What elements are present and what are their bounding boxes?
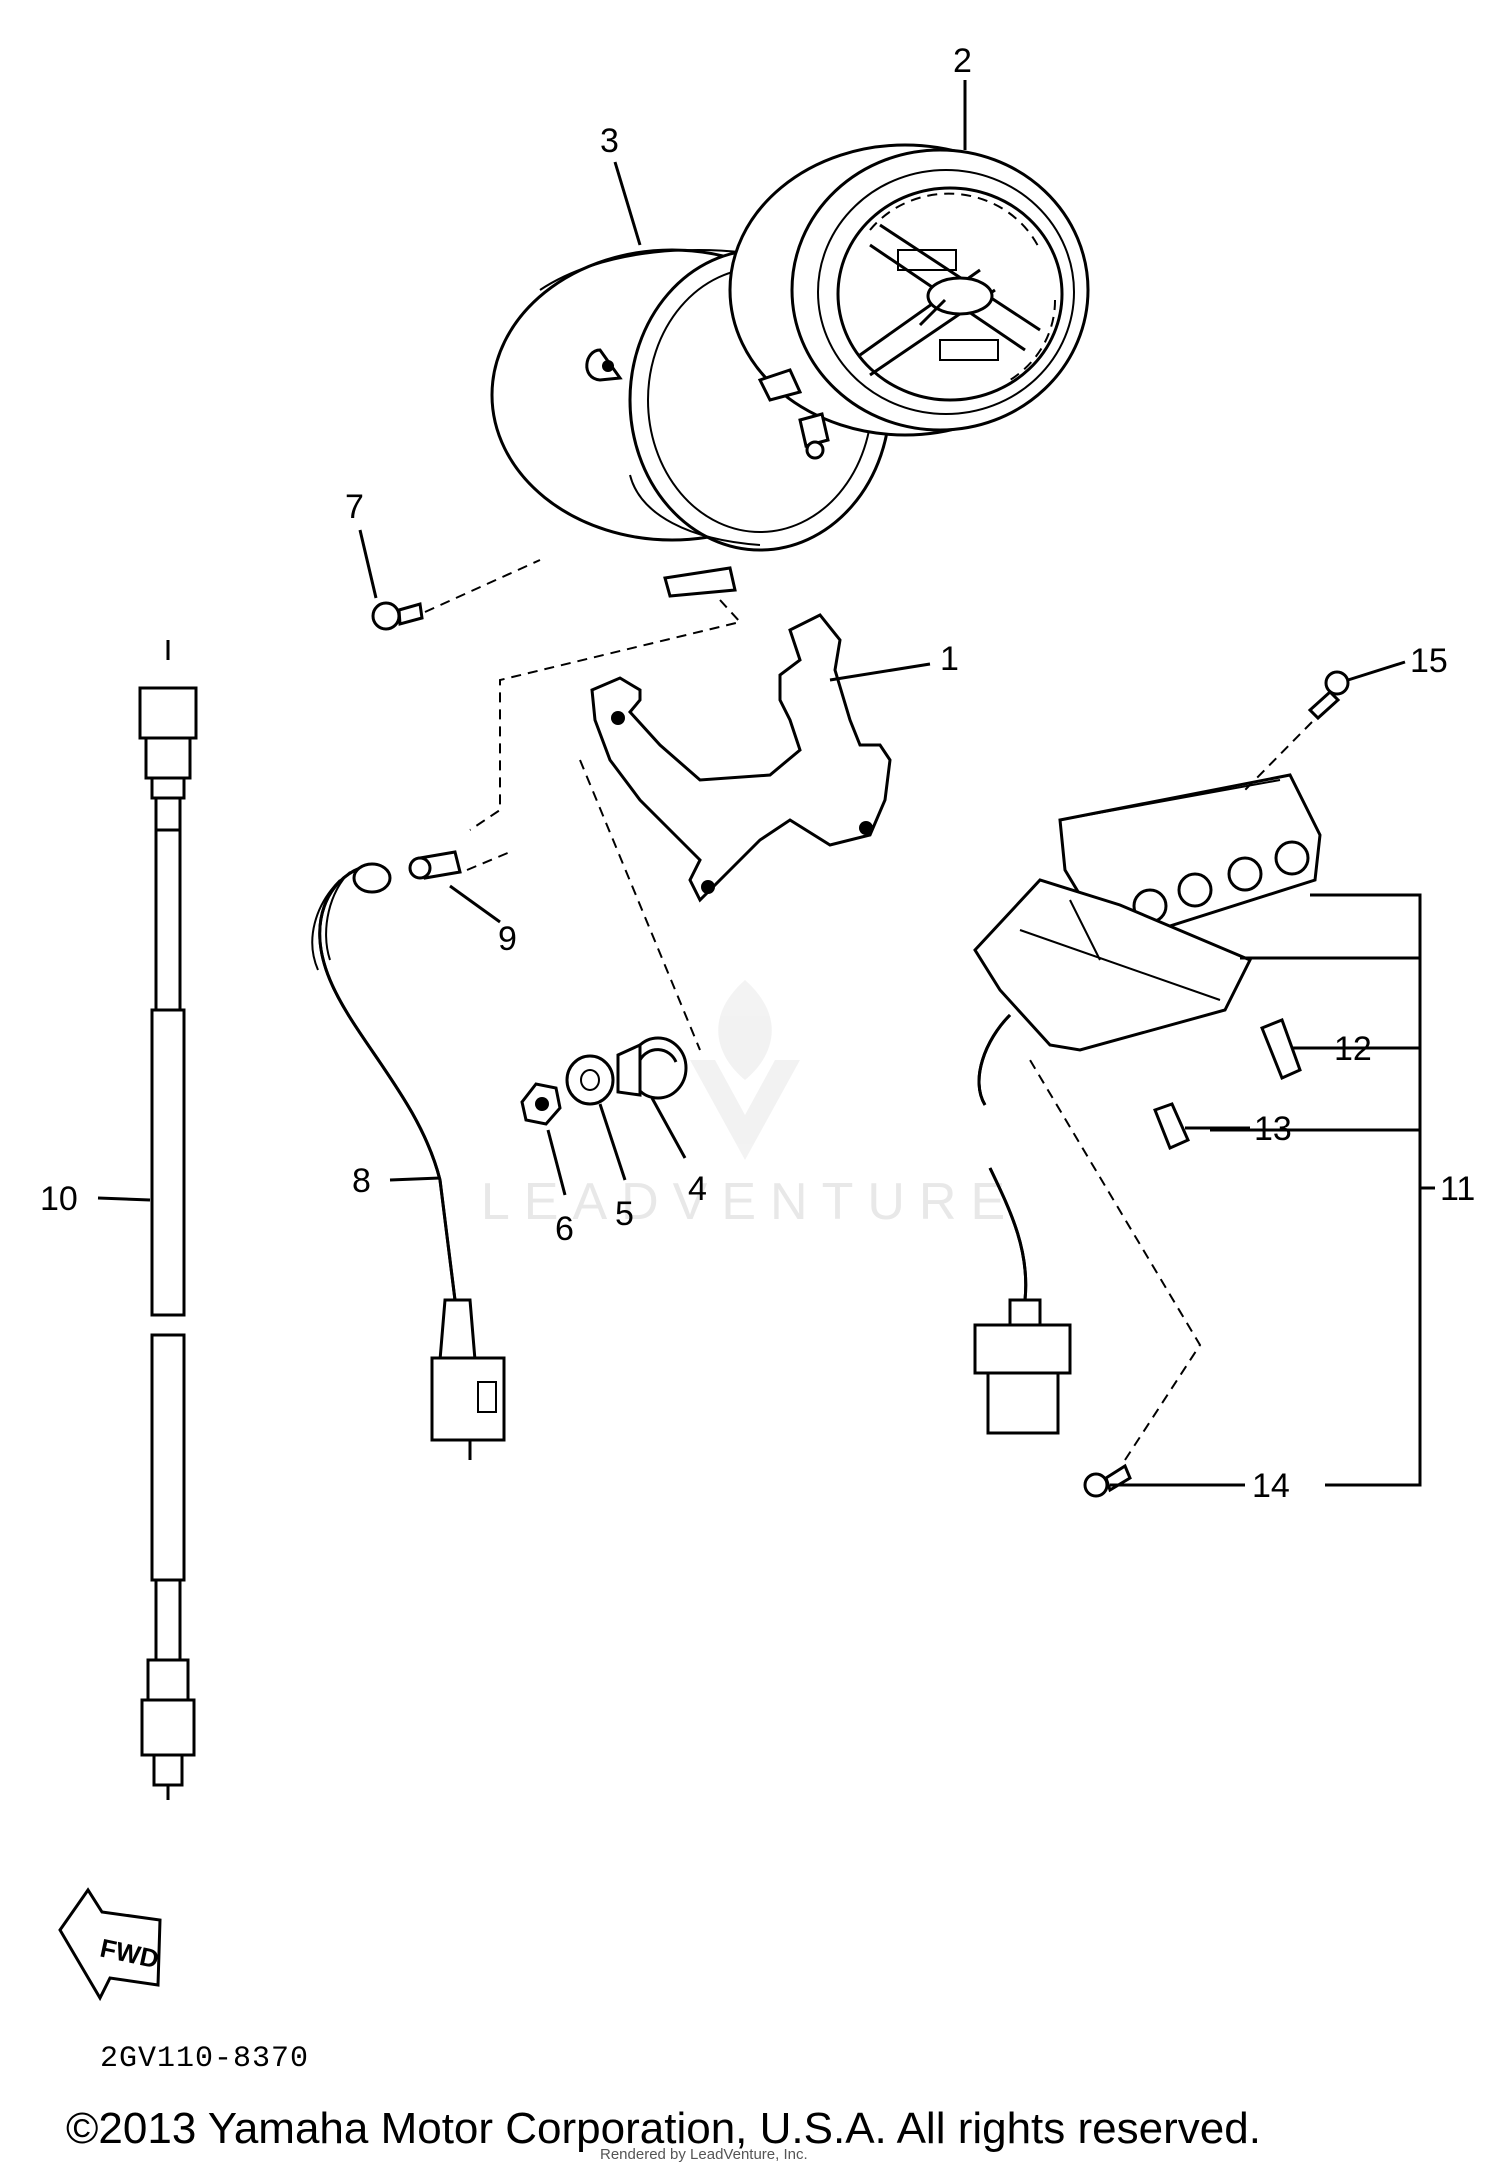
callout-5: 5	[615, 1195, 634, 1233]
cable-10	[138, 640, 198, 1800]
callout-1: 1	[940, 640, 959, 678]
bulb-13	[1153, 1102, 1190, 1151]
grommet-4	[616, 1036, 688, 1100]
indicator-assembly-11	[973, 773, 1322, 1435]
callout-12: 12	[1334, 1030, 1372, 1068]
callout-14: 14	[1252, 1467, 1290, 1505]
callout-11: 11	[1440, 1170, 1475, 1208]
collar-5	[565, 1054, 615, 1106]
bulb-9	[408, 850, 462, 880]
bracket	[590, 613, 892, 903]
forward-arrow: FWD	[58, 1887, 162, 2002]
callout-7: 7	[345, 488, 364, 526]
diagram-code: 2GV110-8370	[100, 2042, 310, 2076]
lead-wire-8	[311, 862, 506, 1460]
callout-9: 9	[498, 920, 517, 958]
bulb-12	[1260, 1018, 1302, 1081]
render-credit: Rendered by LeadVenture, Inc.	[600, 2146, 808, 2163]
screw-15	[1307, 670, 1350, 721]
nut-6	[520, 1082, 562, 1126]
callout-8: 8	[352, 1162, 371, 1200]
callout-2: 2	[953, 42, 972, 80]
screw-14	[1083, 1463, 1132, 1498]
callout-15: 15	[1410, 642, 1448, 680]
callout-13: 13	[1254, 1110, 1292, 1148]
callout-3: 3	[600, 122, 619, 160]
callout-6: 6	[555, 1210, 574, 1248]
speedometer	[728, 143, 1090, 460]
watermark-logo	[690, 980, 800, 1160]
callout-4: 4	[688, 1170, 707, 1208]
callout-10: 10	[40, 1180, 78, 1218]
watermark-brand: LEADVENTURE	[480, 1173, 1020, 1231]
screw-7	[371, 601, 424, 631]
copyright-notice: ©2013 Yamaha Motor Corporation, U.S.A. A…	[66, 2104, 1261, 2153]
